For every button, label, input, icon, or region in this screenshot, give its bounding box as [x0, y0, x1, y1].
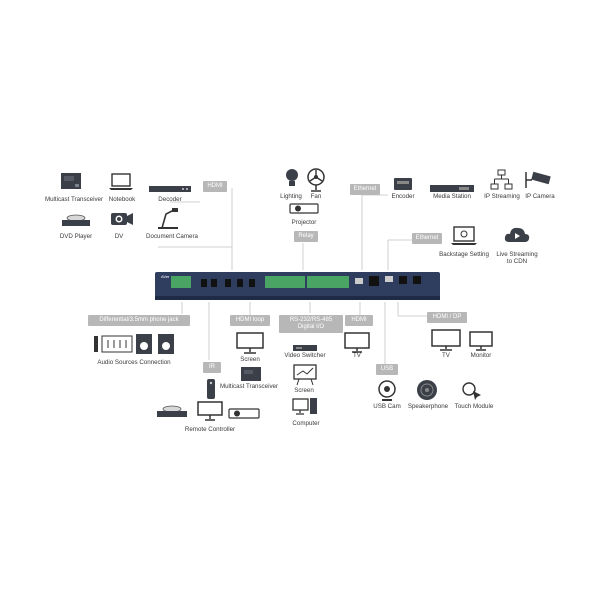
tag-hdmi-dp: HDMI / DP [427, 312, 467, 323]
ip-streaming-icon [490, 169, 514, 196]
remote-controller-icon [206, 378, 216, 405]
speakerphone-icon [415, 378, 439, 407]
monitor-icon [469, 331, 493, 356]
media-station-icon [429, 181, 475, 199]
central-av-device: AVer [155, 270, 440, 302]
tag-relay: Relay [294, 231, 318, 242]
dv-camera-icon [108, 207, 136, 234]
projector-bottom-icon [228, 407, 260, 426]
tag-audio-jack: Differential/3.5mm phone jack [88, 315, 190, 326]
lighting-icon [284, 167, 300, 196]
document-camera-label: Document Camera [146, 233, 198, 240]
notebook-label: Notebook [108, 196, 136, 203]
backstage-setting-icon [449, 225, 479, 252]
tv-right-label: TV [442, 352, 450, 359]
monitor-label: Monitor [470, 352, 492, 359]
tv-right-icon [431, 329, 461, 356]
computer-label: Computer [292, 420, 320, 427]
multicast-transceiver-top-label: Multicast Transceiver [44, 196, 104, 203]
decoder-icon [148, 182, 192, 200]
live-streaming-label: Live Streaming [496, 251, 538, 258]
tag-ir: IR [203, 362, 221, 373]
tag-digital-io: Digital I/O [297, 324, 325, 330]
ip-camera-icon [524, 170, 556, 195]
audio-sources-icons [92, 332, 182, 361]
screen-1-label: Screen [240, 356, 260, 363]
monitor-bottom-icon [197, 401, 223, 426]
backstage-setting-label: Backstage Setting [439, 251, 489, 258]
dvd-player-bottom-icon [155, 403, 189, 424]
tag-rs232: RS-232/RS-485 Digital I/O [279, 315, 343, 333]
lighting-label: Lighting [280, 193, 302, 200]
screen-2-label: Screen [294, 387, 314, 394]
tv-mid-label: TV [353, 352, 361, 359]
document-camera-icon [152, 206, 182, 235]
device-badge: AVer [161, 274, 170, 279]
dvd-player-icon [60, 212, 92, 235]
ip-camera-label: IP Camera [525, 193, 555, 200]
media-station-label: Media Station [433, 193, 471, 200]
multicast-transceiver-bottom-icon [240, 366, 262, 387]
touch-module-icon [461, 381, 483, 406]
video-switcher-icon [292, 341, 318, 359]
touch-module-label: Touch Module [454, 403, 494, 410]
cloud-icon [503, 224, 531, 251]
fan-icon [305, 167, 327, 198]
fan-label: Fan [310, 193, 322, 200]
projector-top-icon [289, 202, 319, 221]
screen-2-icon [293, 364, 317, 391]
projector-top-label: Projector [291, 219, 317, 226]
tv-mid-icon [344, 332, 370, 359]
usb-cam-icon [377, 380, 397, 407]
ip-streaming-label: IP Streaming [484, 193, 520, 200]
speakerphone-label: Speakerphone [407, 403, 449, 410]
computer-icon [292, 397, 318, 422]
transceiver-icon [60, 172, 84, 195]
notebook-icon [107, 172, 135, 197]
remote-controller-label: Remote Controller [184, 426, 236, 433]
tag-ethernet-right: Ethernet [412, 233, 442, 244]
video-switcher-label: Video Switcher [284, 352, 326, 359]
live-streaming-label-2: to CDN [506, 258, 528, 265]
tag-rs232-line1: RS-232/RS-485 [289, 317, 333, 323]
multicast-transceiver-bottom-label: Multicast Transceiver [219, 383, 279, 390]
tag-hdmi-loop: HDMI loop [230, 315, 270, 326]
encoder-label: Encoder [391, 193, 415, 200]
encoder-icon [393, 177, 413, 196]
dvd-player-label: DVD Player [59, 233, 93, 240]
tag-hdmi-output: HDMI [345, 315, 373, 326]
tag-ethernet-top: Ethernet [350, 184, 380, 195]
screen-1-icon [236, 332, 264, 359]
decoder-label: Decoder [158, 196, 182, 203]
tag-usb: USB [376, 364, 398, 375]
usb-cam-label: USB Cam [373, 403, 401, 410]
tag-hdmi-input: HDMI [203, 181, 227, 192]
audio-sources-label: Audio Sources Connection [97, 359, 171, 366]
dv-label: DV [114, 233, 124, 240]
